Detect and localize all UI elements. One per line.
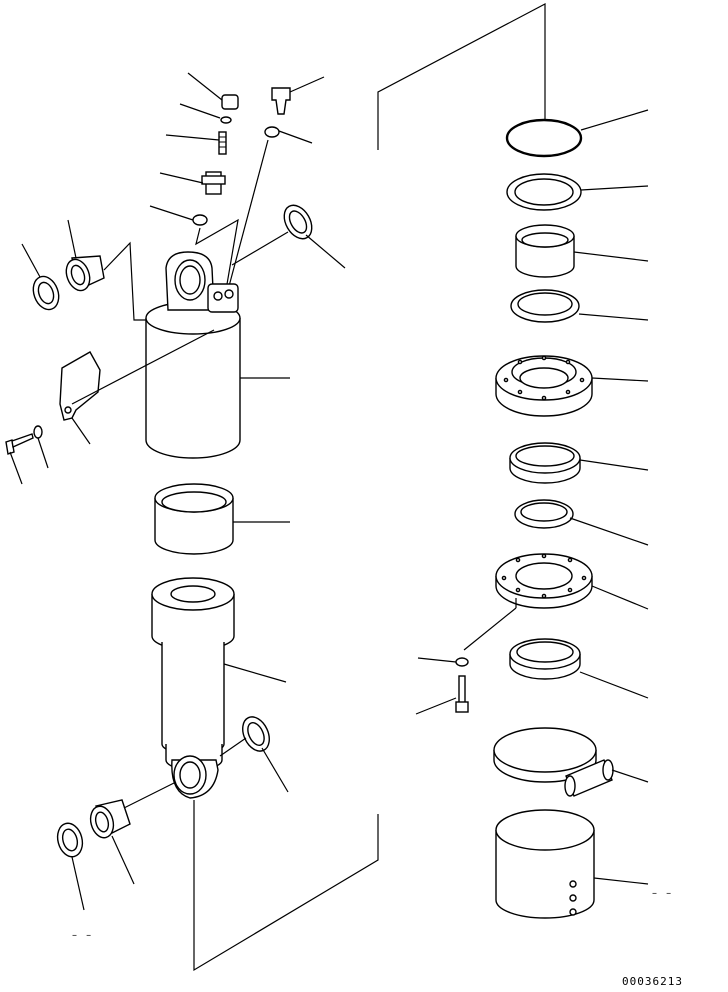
o-ring-large-part <box>505 109 649 158</box>
bushing-left-upper-part <box>65 219 105 292</box>
document-code: 00036213 <box>622 975 683 988</box>
mounting-flange-part <box>463 553 649 651</box>
cylinder-upper-body-part <box>145 251 290 459</box>
cap-part <box>187 72 239 110</box>
seal-left-lower-part <box>56 822 85 911</box>
bracket-line-top <box>377 3 546 150</box>
spring-part <box>165 131 227 155</box>
o-ring-small-part <box>149 205 208 226</box>
connector-line <box>195 218 239 291</box>
washer-flange-part <box>417 657 469 667</box>
wear-ring-part <box>510 289 649 323</box>
seal-left-upper-part <box>21 243 60 311</box>
plug-washer-part <box>227 126 313 291</box>
washer-small-part <box>33 425 49 469</box>
band-clamp-part <box>493 727 649 797</box>
small-washer-part <box>179 103 232 124</box>
lock-plate-part <box>59 329 215 445</box>
bolt-small-part <box>5 433 34 485</box>
piston-rod-part <box>151 577 287 799</box>
backup-ring-part <box>506 173 649 211</box>
bearing-race-part <box>509 442 649 484</box>
flange-bolt-part <box>415 675 469 715</box>
seal-ring-part <box>514 499 649 546</box>
bracket-line-bottom <box>193 800 379 972</box>
bearing-flange-part <box>495 355 649 417</box>
bearing-race-lower-part <box>509 638 649 699</box>
dust-seal-upper-part <box>231 204 346 269</box>
dust-seal-lower-right-part <box>219 716 289 793</box>
reference-mark-right: – – <box>652 888 675 899</box>
bushing-left-lower-part <box>89 781 177 885</box>
sleeve-middle-part <box>154 483 290 555</box>
cover-boot-part <box>495 809 649 919</box>
reference-mark-left: – – <box>72 930 95 941</box>
valve-fitting-part <box>159 171 226 195</box>
plug-bolt-part <box>271 76 325 115</box>
bushing-ring-part <box>515 224 649 278</box>
